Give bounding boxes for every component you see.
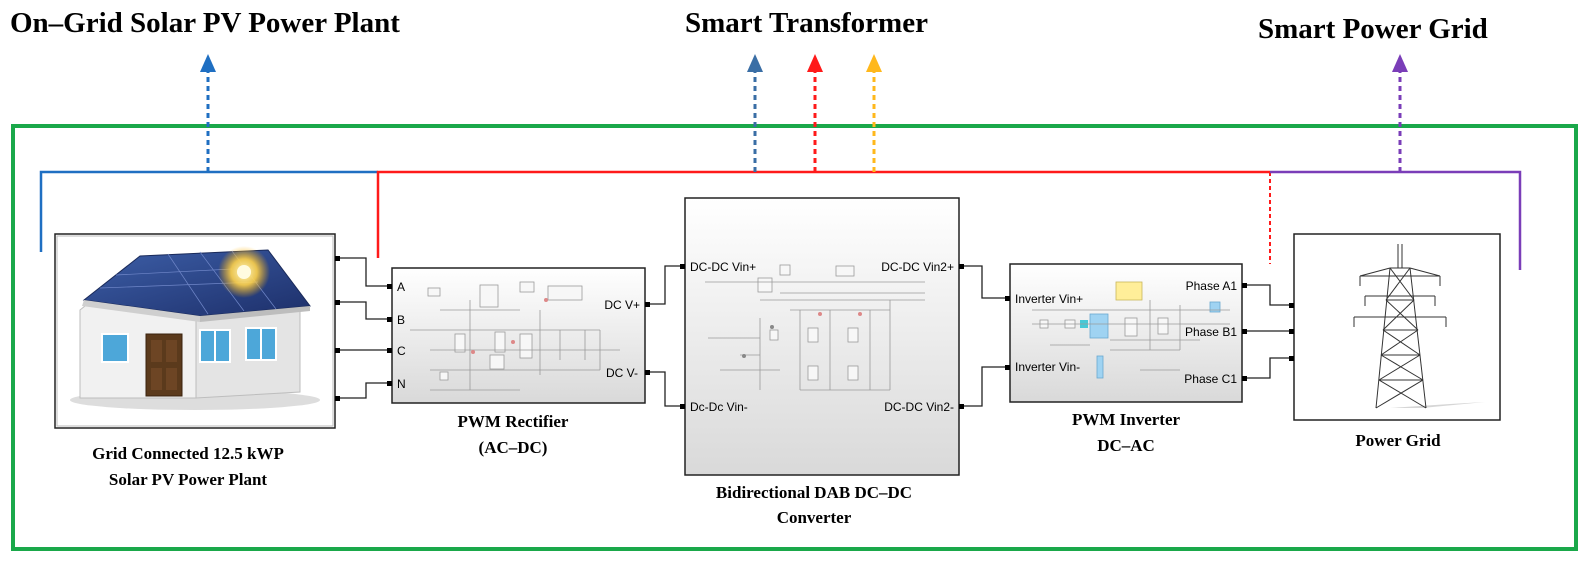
arrow-transformer-red [807,54,823,172]
rectifier-port-c: C [397,344,406,358]
solar-plant-block[interactable] [54,233,340,429]
inverter-caption-line2: DC–AC [1097,436,1155,455]
arrow-grid [1392,54,1408,172]
inverter-port-phase-c1: Phase C1 [1184,372,1237,386]
wire-phase-a1 [1247,284,1289,306]
wire-neutral [340,382,387,399]
inverter-port-in-neg: Inverter Vin- [1015,360,1080,374]
solar-bracket-line [39,170,378,252]
wire-phase-c1 [1247,357,1289,379]
header-solar: On–Grid Solar PV Power Plant [10,7,400,39]
rectifier-port-n: N [397,377,406,391]
arrow-transformer-amber [866,54,882,172]
solar-caption-line2: Solar PV Power Plant [109,470,268,489]
dab-inner-schematic [705,264,925,391]
dab-caption-line2: Converter [777,508,852,527]
wire-dc2-pos [964,265,1005,299]
wire-dc-neg [650,371,680,407]
system-frame [11,124,1578,551]
rectifier-caption-line1: PWM Rectifier [458,412,569,431]
dab-port-in-pos: DC-DC Vin+ [690,260,756,274]
wire-dc2-neg [964,366,1005,407]
grid-caption: Power Grid [1355,431,1441,450]
inverter-port-phase-b1: Phase B1 [1185,325,1237,339]
dab-caption-line1: Bidirectional DAB DC–DC [716,483,912,502]
inverter-inner-schematic [1032,281,1230,379]
wire-phase-b [340,301,387,320]
transformer-bracket-line [376,170,1270,258]
rectifier-port-a: A [397,280,405,294]
house-icon [70,246,320,410]
transmission-tower-icon [1353,244,1485,409]
inverter-port-phase-a1: Phase A1 [1186,279,1238,293]
header-grid: Smart Power Grid [1258,13,1488,45]
inverter-port-in-pos: Inverter Vin+ [1015,292,1083,306]
grid-bracket-line [1270,170,1522,270]
rectifier-caption-line2: (AC–DC) [479,438,548,457]
pwm-inverter-block[interactable]: Inverter Vin+ Inverter Vin- Phase A1 Pha… [1005,263,1247,403]
dab-converter-block[interactable]: DC-DC Vin+ Dc-Dc Vin- DC-DC Vin2+ DC-DC … [680,197,964,476]
pwm-rectifier-block[interactable]: A B C N DC V+ DC V- [387,267,650,404]
inverter-caption-line1: PWM Inverter [1072,410,1181,429]
rectifier-port-dc-pos: DC V+ [604,298,640,312]
arrow-transformer-steel [747,54,763,172]
power-grid-block[interactable] [1289,233,1501,421]
dab-port-out-neg: DC-DC Vin2- [884,400,954,414]
header-transformer: Smart Transformer [685,7,928,39]
solar-caption-line1: Grid Connected 12.5 kWP [92,444,284,463]
wire-phase-a [340,257,387,287]
rectifier-port-dc-neg: DC V- [606,366,638,380]
dab-port-in-neg: Dc-Dc Vin- [690,400,748,414]
wire-dc-pos [650,265,680,305]
rectifier-inner-schematic [410,281,620,391]
rectifier-port-b: B [397,313,405,327]
dab-port-out-pos: DC-DC Vin2+ [881,260,954,274]
arrow-solar [200,54,216,172]
